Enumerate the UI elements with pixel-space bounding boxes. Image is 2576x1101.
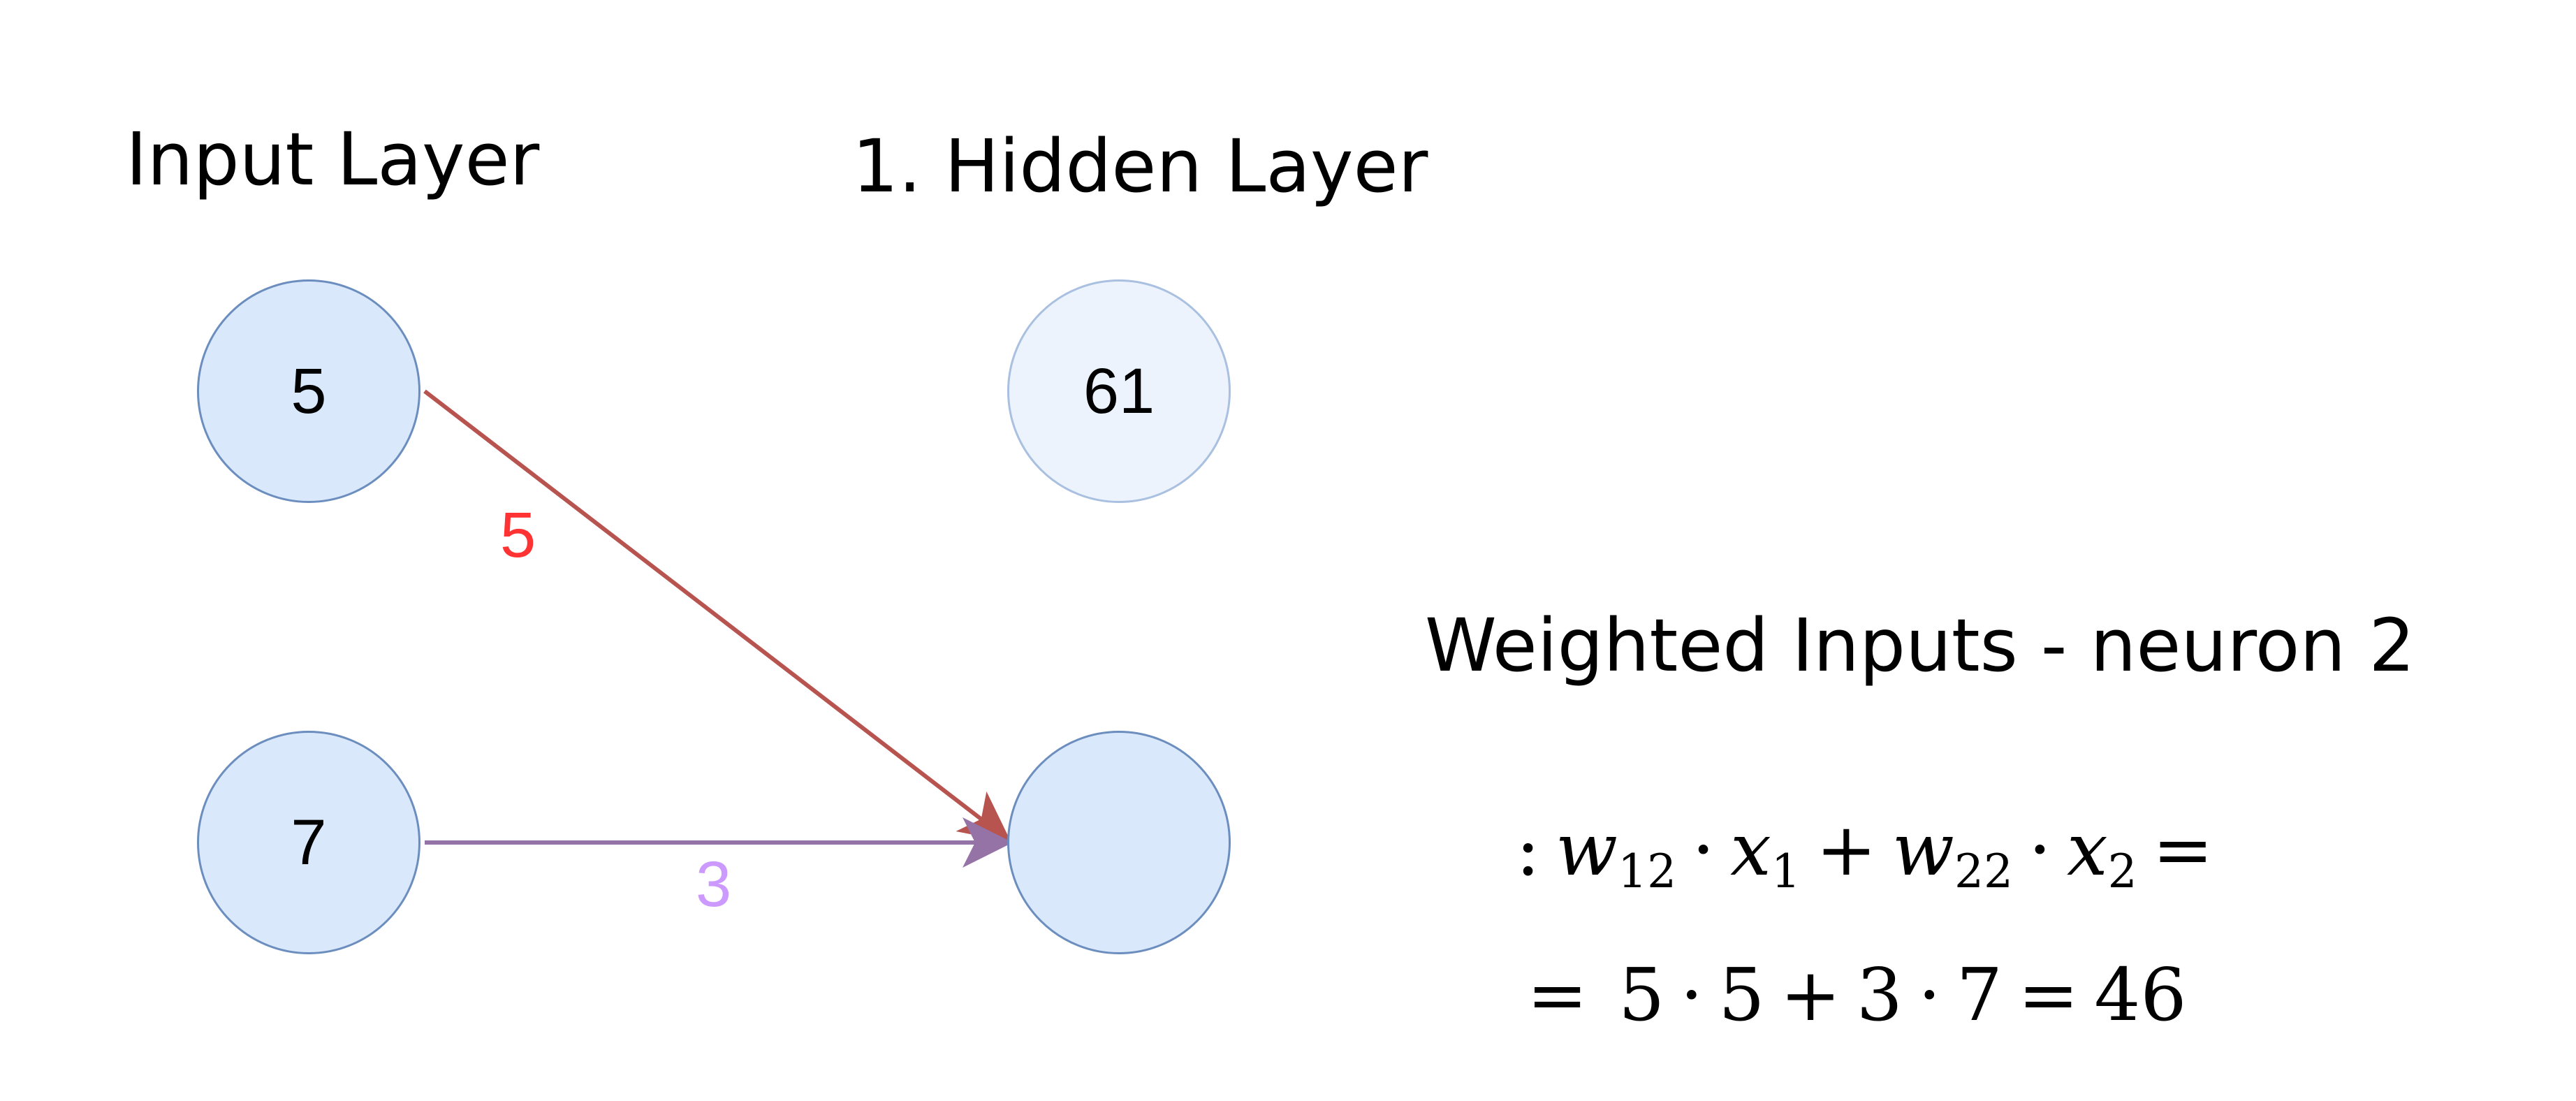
input-node-1: 5 xyxy=(197,279,420,503)
formula-line2-b: 5 xyxy=(1718,952,1765,1037)
weight-label-w22: 3 xyxy=(696,849,732,920)
formula-x2-sub: 2 xyxy=(2107,845,2137,898)
input-layer-title: Input Layer xyxy=(126,117,540,202)
formula-line-2: =5·5+3·7=46 xyxy=(1527,958,2187,1031)
hidden-layer-title: 1. Hidden Layer xyxy=(852,124,1428,209)
hidden-node-1: 61 xyxy=(1007,279,1231,503)
formula-line2-eq1: = xyxy=(1527,952,1588,1037)
input-node-2: 7 xyxy=(197,731,420,954)
formula-dot-2: · xyxy=(2028,807,2051,892)
formula-line2-d: 7 xyxy=(1956,952,2003,1037)
formula-dot-1: · xyxy=(1692,807,1715,892)
formula-line2-dot2: · xyxy=(1917,952,1941,1037)
formula-title: Weighted Inputs - neuron 2 xyxy=(1425,603,2415,688)
formula-x2-base: x xyxy=(2067,807,2108,892)
weight-label-w12: 5 xyxy=(500,500,536,571)
formula-w12-base: w xyxy=(1556,807,1618,892)
formula-colon: : xyxy=(1516,807,1541,892)
formula-w22-sub: 22 xyxy=(1954,845,2013,898)
formula-line2-result: 46 xyxy=(2094,952,2187,1037)
formula-w12-sub: 12 xyxy=(1618,845,1677,898)
formula-line-1: :w12·x1+w22·x2= xyxy=(1516,813,2229,895)
formula-line2-dot1: · xyxy=(1680,952,1704,1037)
formula-line2-a: 5 xyxy=(1618,952,1665,1037)
input-node-1-value: 5 xyxy=(291,355,327,427)
formula-line2-plus: + xyxy=(1780,952,1841,1037)
formula-x1-sub: 1 xyxy=(1771,845,1801,898)
formula-equals: = xyxy=(2152,807,2213,892)
hidden-node-1-value: 61 xyxy=(1083,355,1155,427)
hidden-node-2 xyxy=(1007,731,1231,954)
formula-line2-eq2: = xyxy=(2018,952,2079,1037)
formula-w22-base: w xyxy=(1891,807,1954,892)
formula-x1-base: x xyxy=(1730,807,1771,892)
edge-input1-hidden2 xyxy=(423,389,1011,843)
formula-plus: + xyxy=(1815,807,1877,892)
input-node-2-value: 7 xyxy=(291,806,327,878)
formula-line2-c: 3 xyxy=(1856,952,1903,1037)
